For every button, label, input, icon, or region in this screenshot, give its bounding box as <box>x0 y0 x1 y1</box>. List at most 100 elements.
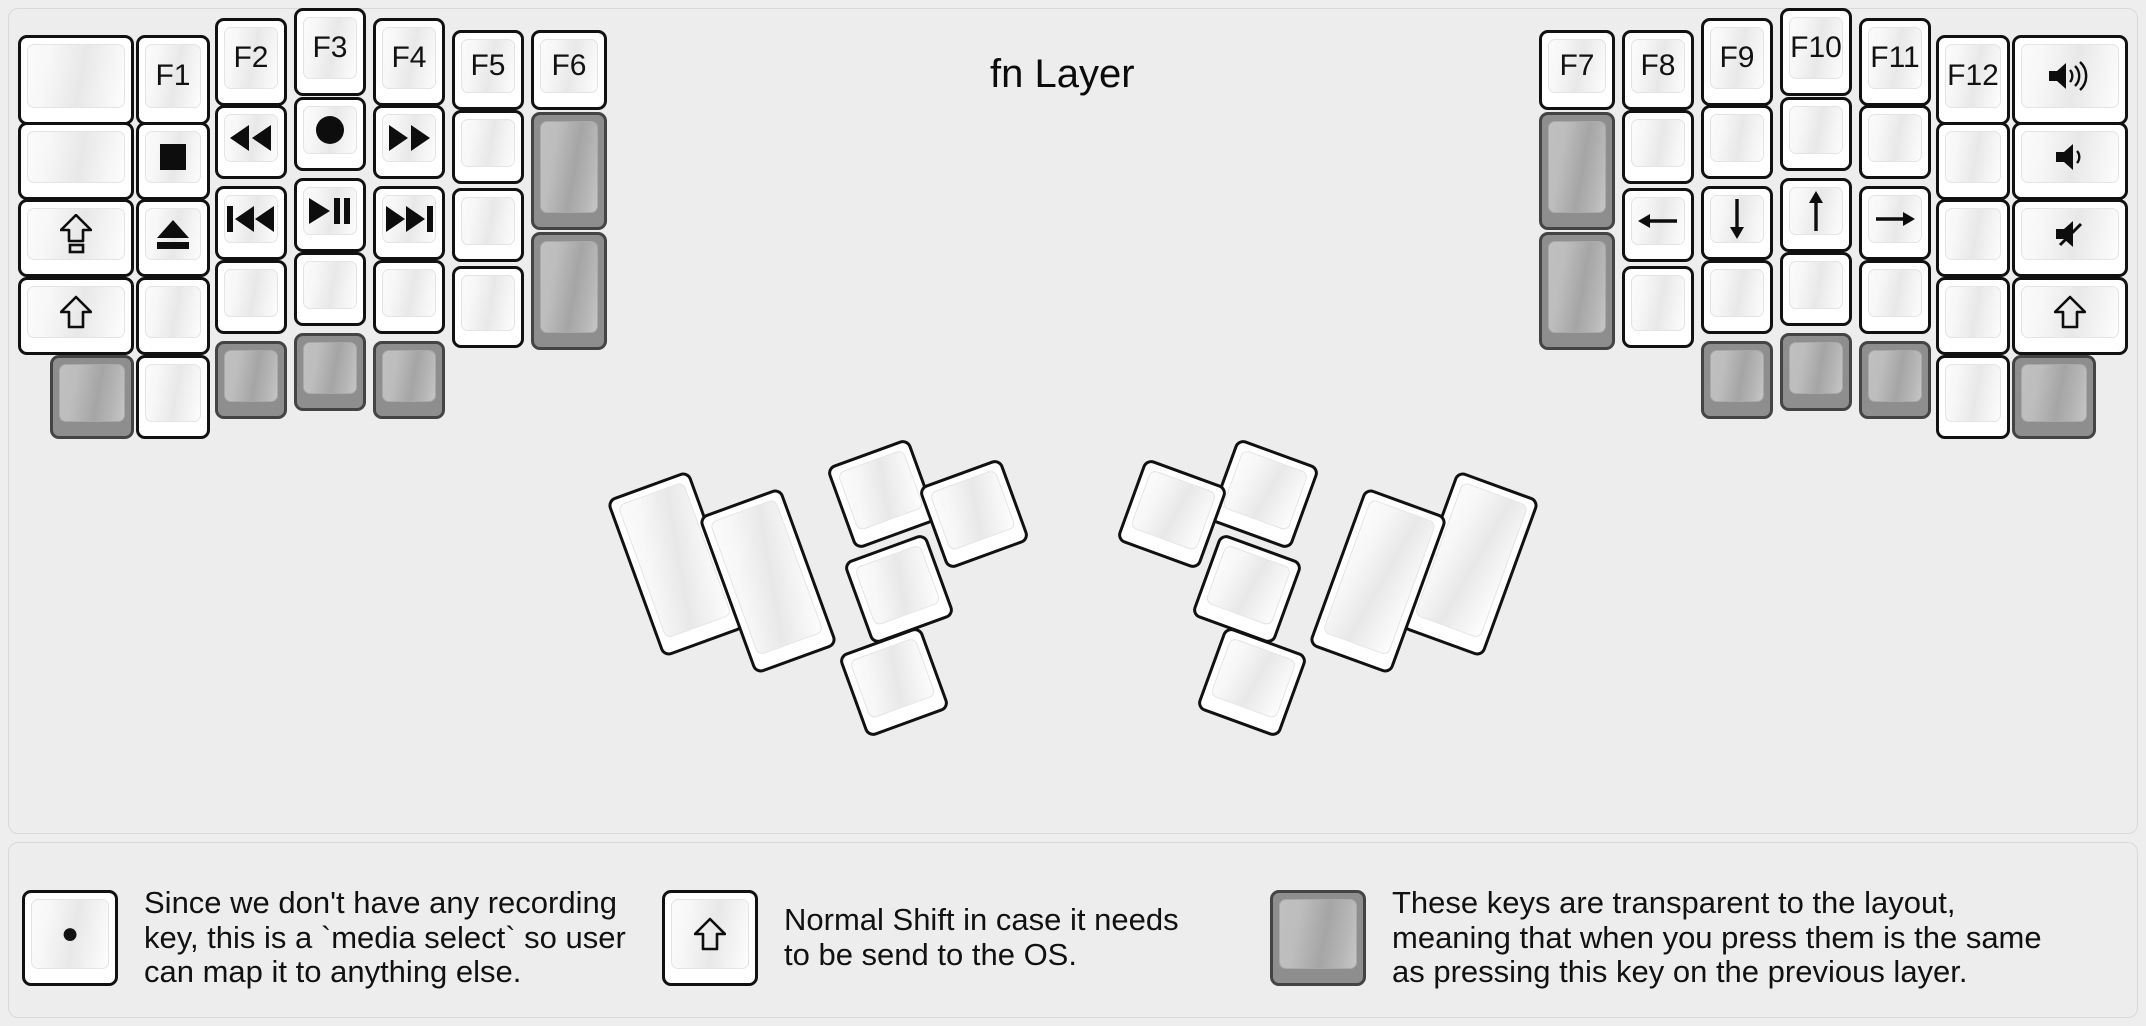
col-f8-key-2[interactable] <box>1622 188 1694 262</box>
col-f7-key-0[interactable]: F7 <box>1539 30 1615 110</box>
col-f12-key-2[interactable] <box>1936 199 2010 277</box>
media-record-icon <box>315 115 345 145</box>
col-outer-left-key-1[interactable] <box>18 122 134 200</box>
col-f6-key-2[interactable] <box>531 232 607 350</box>
col-f6-key-0[interactable]: F6 <box>531 30 607 110</box>
col-f2-key-2[interactable] <box>215 186 287 260</box>
col-outer-left-key-4[interactable] <box>50 355 134 439</box>
col-f11-key-4[interactable] <box>1859 341 1931 419</box>
legend-text-1: Normal Shift in case it needs to be send… <box>784 902 1179 972</box>
col-outer-right-key-0[interactable] <box>2012 35 2128 125</box>
arrow-right-icon <box>1874 207 1916 231</box>
col-f2-key-3[interactable] <box>215 260 287 334</box>
key-cap-surface <box>929 469 1017 552</box>
col-f7-key-2[interactable] <box>1539 232 1615 350</box>
col-f2-key-4[interactable] <box>215 341 287 419</box>
col-f10-key-1[interactable] <box>1780 97 1852 171</box>
legend-item-2: These keys are transparent to the layout… <box>1270 885 2042 990</box>
col-f5-key-0[interactable]: F5 <box>452 30 524 110</box>
col-f6-key-1[interactable] <box>531 112 607 230</box>
page-title: fn Layer <box>990 52 1135 96</box>
col-f3-key-3[interactable] <box>294 252 366 326</box>
col-outer-left-key-3[interactable] <box>18 277 134 355</box>
key-cap-surface <box>1710 114 1764 162</box>
legend-key-1[interactable] <box>662 890 758 986</box>
col-f4-key-4[interactable] <box>373 341 445 419</box>
col-f1-key-4[interactable] <box>136 355 210 439</box>
col-f4-key-1[interactable] <box>373 105 445 179</box>
key-cap-surface <box>1631 119 1685 167</box>
key-cap-surface <box>382 350 436 402</box>
col-f4-key-3[interactable] <box>373 260 445 334</box>
key-label: ● <box>60 917 80 950</box>
col-outer-right-key-1[interactable] <box>2012 122 2128 200</box>
col-outer-left-key-0[interactable] <box>18 35 134 125</box>
legend-key-2[interactable] <box>1270 890 1366 986</box>
key-label: F11 <box>1870 41 1920 74</box>
col-f2-key-1[interactable] <box>215 105 287 179</box>
legend-key-0[interactable]: ● <box>22 890 118 986</box>
key-cap-surface <box>1868 269 1922 317</box>
col-f3-key-0[interactable]: F3 <box>294 8 366 96</box>
col-f11-key-1[interactable] <box>1859 105 1931 179</box>
col-f8-key-0[interactable]: F8 <box>1622 30 1694 110</box>
key-cap-surface <box>671 899 749 969</box>
col-f12-key-3[interactable] <box>1936 277 2010 355</box>
col-f12-key-1[interactable] <box>1936 122 2010 200</box>
key-cap-surface <box>1548 121 1606 213</box>
col-f9-key-0[interactable]: F9 <box>1701 18 1773 106</box>
col-f11-key-3[interactable] <box>1859 260 1931 334</box>
key-cap-surface <box>1710 269 1764 317</box>
col-f12-key-4[interactable] <box>1936 355 2010 439</box>
col-f9-key-4[interactable] <box>1701 341 1773 419</box>
key-cap-surface <box>27 286 125 338</box>
key-cap-surface <box>2021 44 2119 108</box>
col-f5-key-3[interactable] <box>452 266 524 348</box>
col-f1-key-1[interactable] <box>136 122 210 200</box>
col-f2-key-0[interactable]: F2 <box>215 18 287 106</box>
col-f8-key-3[interactable] <box>1622 266 1694 348</box>
col-f4-key-2[interactable] <box>373 186 445 260</box>
col-f1-key-2[interactable] <box>136 199 210 277</box>
col-f3-key-2[interactable] <box>294 178 366 252</box>
media-stop-icon <box>158 142 188 172</box>
col-f10-key-4[interactable] <box>1780 333 1852 411</box>
key-cap-surface <box>1710 27 1764 89</box>
col-outer-left-key-2[interactable] <box>18 199 134 277</box>
col-f3-key-4[interactable] <box>294 333 366 411</box>
key-cap-surface <box>1789 261 1843 309</box>
col-f1-key-3[interactable] <box>136 277 210 355</box>
col-f11-key-2[interactable] <box>1859 186 1931 260</box>
shift-icon <box>60 295 92 329</box>
key-cap-surface <box>461 39 515 93</box>
key-cap-surface <box>1129 469 1217 552</box>
key-cap-surface <box>27 44 125 108</box>
col-f1-key-0[interactable]: F1 <box>136 35 210 125</box>
key-cap-surface <box>1868 114 1922 162</box>
key-cap-surface <box>303 342 357 394</box>
col-outer-right-key-2[interactable] <box>2012 199 2128 277</box>
col-f12-key-0[interactable]: F12 <box>1936 35 2010 125</box>
col-f10-key-3[interactable] <box>1780 252 1852 326</box>
col-f10-key-2[interactable] <box>1780 178 1852 252</box>
media-eject-icon <box>155 218 191 250</box>
key-cap-surface <box>145 286 201 338</box>
key-cap-surface <box>1868 350 1922 402</box>
col-f7-key-1[interactable] <box>1539 112 1615 230</box>
key-label: F10 <box>1790 31 1842 64</box>
col-f8-key-1[interactable] <box>1622 110 1694 184</box>
col-f9-key-2[interactable] <box>1701 186 1773 260</box>
col-outer-right-key-3[interactable] <box>2012 277 2128 355</box>
col-f5-key-1[interactable] <box>452 110 524 184</box>
col-f10-key-0[interactable]: F10 <box>1780 8 1852 96</box>
col-f5-key-2[interactable] <box>452 188 524 262</box>
col-f9-key-1[interactable] <box>1701 105 1773 179</box>
col-f3-key-1[interactable] <box>294 97 366 171</box>
col-f4-key-0[interactable]: F4 <box>373 18 445 106</box>
col-f9-key-3[interactable] <box>1701 260 1773 334</box>
key-cap-surface <box>1789 17 1843 79</box>
key-cap-surface <box>382 27 436 89</box>
col-outer-right-key-4[interactable] <box>2012 355 2096 439</box>
key-cap-surface <box>1945 131 2001 183</box>
col-f11-key-0[interactable]: F11 <box>1859 18 1931 106</box>
